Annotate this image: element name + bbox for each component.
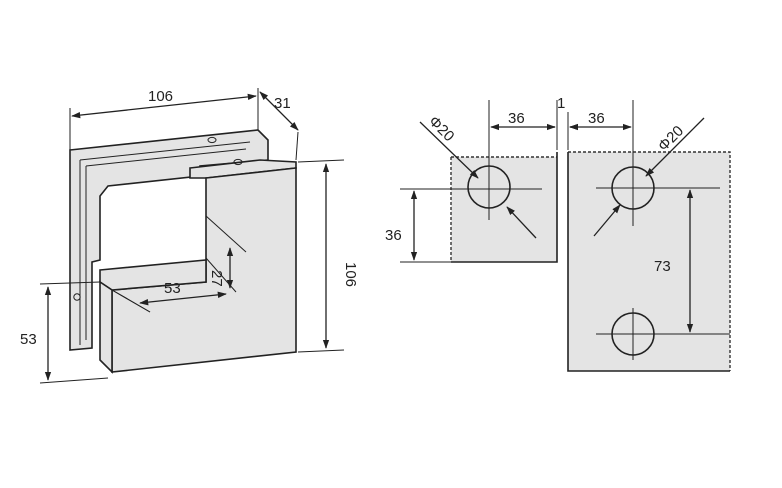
screw-hole-cap: [233, 158, 243, 166]
dim-left-vertical-label: 36: [385, 227, 402, 244]
dim-left-offset-label: 36: [508, 110, 525, 127]
dim-gap: 1: [548, 95, 579, 150]
dim-notch-width-label: 53: [164, 280, 181, 297]
screw-hole-top: [207, 136, 217, 144]
dim-notch-depth-label: 27: [208, 270, 225, 287]
left-hole-diameter-label: Φ20: [425, 113, 457, 145]
screw-hole-side: [73, 293, 81, 301]
dim-right-offset-label: 36: [588, 110, 605, 127]
dim-height-label: 106: [342, 262, 359, 287]
dim-hole-spacing: 73: [654, 189, 694, 333]
dim-depth: 31: [259, 91, 299, 161]
dim-notch-width: 53: [111, 280, 227, 313]
clamp-back-channel: [79, 141, 251, 345]
clamp-base-ledge: [99, 259, 207, 291]
dim-notch-depth: 27: [205, 215, 247, 293]
left-hole: [400, 100, 542, 239]
dim-depth-label: 31: [274, 95, 291, 112]
clamp-back-plate: [69, 129, 269, 351]
dim-width-label: 106: [148, 88, 173, 105]
right-bottom-hole: [596, 308, 730, 360]
dim-left-offset: 36: [490, 100, 558, 150]
dim-height: 106: [297, 159, 359, 353]
clamp-base-front: [99, 280, 113, 374]
dim-base-height: 53: [20, 281, 109, 384]
right-hole-diameter-label: Φ20: [655, 123, 687, 155]
hole-layout-view: Φ20 Φ20 36 1 36 36 73: [385, 95, 731, 372]
dim-right-offset: 36: [569, 110, 632, 131]
dim-gap-label: 1: [557, 95, 565, 112]
dim-width: 106: [69, 88, 259, 150]
dim-left-vertical: 36: [385, 190, 451, 263]
dim-base-height-label: 53: [20, 331, 37, 348]
right-top-hole: [593, 100, 720, 237]
dim-hole-spacing-label: 73: [654, 258, 671, 275]
clamp-isometric-view: 106 31 106 27 53: [20, 88, 359, 384]
